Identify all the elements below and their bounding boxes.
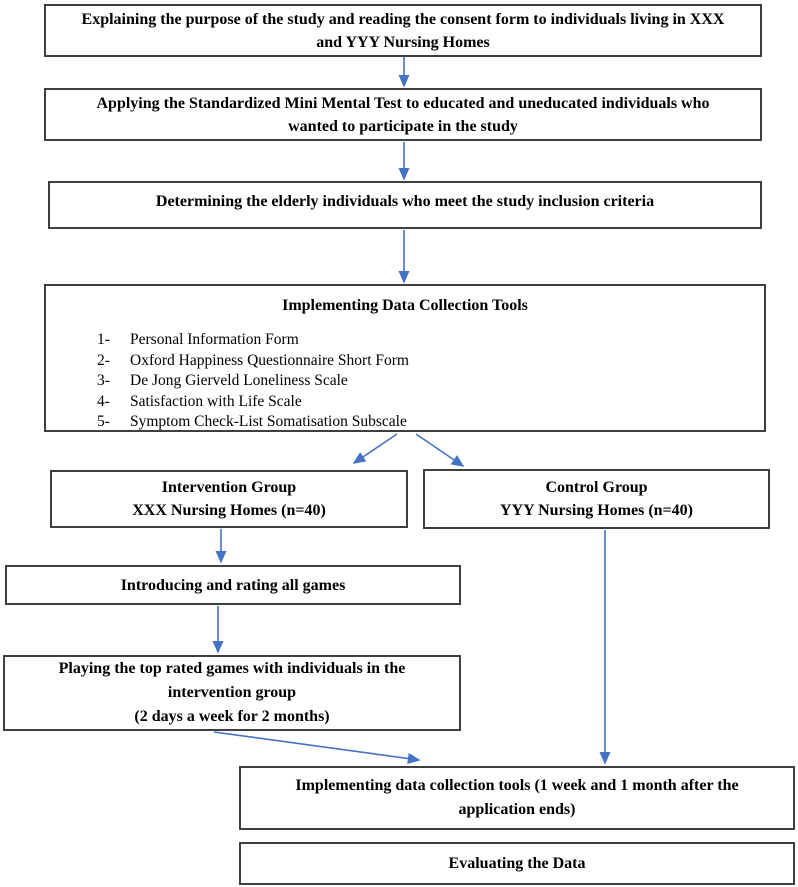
box-playing-games: Playing the top rated games with individ… [3,655,461,731]
tool-item-dejong-gierveld: 3- De Jong Gierveld Loneliness Scale [97,371,764,392]
box-post-data-collection: Implementing data collection tools (1 we… [239,766,795,830]
control-group-title: Control Group [545,479,648,496]
tool-item-personal-information: 1- Personal Information Form [97,330,764,351]
tool-item-satisfaction-with-life: 4- Satisfaction with Life Scale [97,392,764,413]
tool-item-label: Personal Information Form [130,331,299,348]
control-group-subtitle: YYY Nursing Homes (n=40) [500,502,693,519]
box-introducing-games: Introducing and rating all games [5,565,461,605]
box-playing-note: (2 days a week for 2 months) [134,708,330,725]
box-consent-text: Explaining the purpose of the study and … [81,10,725,51]
tools-list: 1- Personal Information Form 2- Oxford H… [97,330,764,433]
tool-item-number: 1- [97,331,110,348]
box-mini-mental-test: Applying the Standardized Mini Mental Te… [44,88,762,141]
box-control-group: Control Group YYY Nursing Homes (n=40) [423,469,770,529]
box-consent-explanation: Explaining the purpose of the study and … [44,4,762,57]
tool-item-label: Oxford Happiness Questionnaire Short For… [130,351,409,369]
box-evaluating-text: Evaluating the Data [448,855,586,872]
tool-item-label: Symptom Check-List Somatisation Subscale [130,413,407,430]
box-inclusion-criteria: Determining the elderly individuals who … [48,181,762,229]
tool-item-symptom-checklist: 5- Symptom Check-List Somatisation Subsc… [97,412,764,433]
box-intervention-group: Intervention Group XXX Nursing Homes (n=… [50,470,408,528]
tool-item-oxford-happiness: 2- Oxford Happiness Questionnaire Short … [97,351,764,372]
arrow-tools-to-intervention [352,433,398,464]
box-inclusion-text: Determining the elderly individuals who … [155,192,655,210]
tools-title: Implementing Data Collection Tools [282,297,528,314]
box-mini-mental-text: Applying the Standardized Mini Mental Te… [96,94,710,135]
tool-item-label: Satisfaction with Life Scale [130,392,302,410]
box-post-data-collection-text: Implementing data collection tools (1 we… [295,777,739,818]
box-introducing-text: Introducing and rating all games [120,576,346,594]
intervention-group-subtitle: XXX Nursing Homes (n=40) [132,502,326,519]
tool-item-number: 4- [97,392,110,410]
box-playing-text: Playing the top rated games with individ… [58,660,406,701]
tool-item-number: 3- [97,372,110,389]
tool-item-number: 2- [97,351,110,369]
arrow-playing-to-postcollection [213,731,421,765]
arrow-tools-to-control [415,433,465,467]
tool-item-number: 5- [97,413,110,430]
box-evaluating-data: Evaluating the Data [239,842,795,885]
tool-item-label: De Jong Gierveld Loneliness Scale [130,372,348,389]
box-data-collection-tools: Implementing Data Collection Tools 1- Pe… [44,284,766,432]
intervention-group-title: Intervention Group [161,479,297,496]
